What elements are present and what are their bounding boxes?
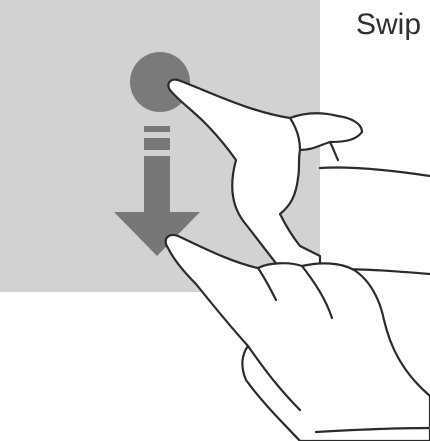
hand-bottom-body	[166, 235, 430, 441]
arrow-dash-1	[144, 126, 170, 132]
hand-top-finger	[330, 142, 338, 160]
arrow-dash-2	[144, 138, 170, 150]
hand-top-wrist	[320, 167, 430, 176]
arrow-stem	[144, 156, 170, 212]
hand-icon	[166, 235, 430, 441]
instruction-caption: Swip	[356, 8, 421, 42]
